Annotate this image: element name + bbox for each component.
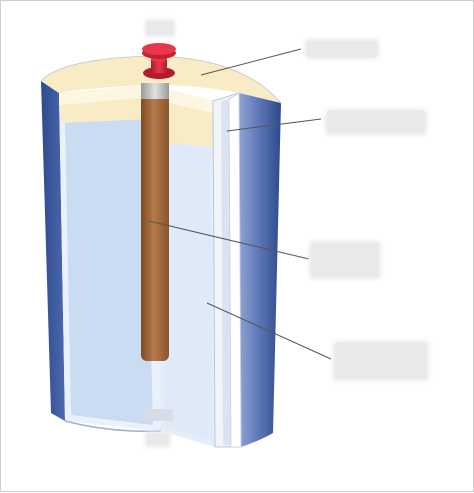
label-upper-right [327,111,425,133]
bottom-terminal [145,409,173,421]
leader-line-top-right [200,48,302,76]
carbon-rod [141,93,169,361]
outer-casing-left [41,81,65,421]
top-seal [41,56,281,103]
outer-casing-right [239,93,281,447]
carbon-rod-top [141,83,169,99]
label-bottom [147,433,169,445]
electrolyte-right [161,141,213,441]
separator-strip [228,92,242,448]
label-middle-right [311,243,379,277]
leader-line-lower-right [206,302,332,360]
leader-line-middle-right [148,220,310,260]
cap-upper-top [142,43,176,55]
electrolyte-left [65,115,153,425]
label-top-left [147,21,173,35]
chamber-bottom [64,420,162,433]
leader-line-upper-right [226,118,322,132]
seal-band-left-top [59,85,151,105]
label-top-right [307,41,377,57]
label-lower-right [335,343,427,379]
cap-stem [151,59,167,73]
